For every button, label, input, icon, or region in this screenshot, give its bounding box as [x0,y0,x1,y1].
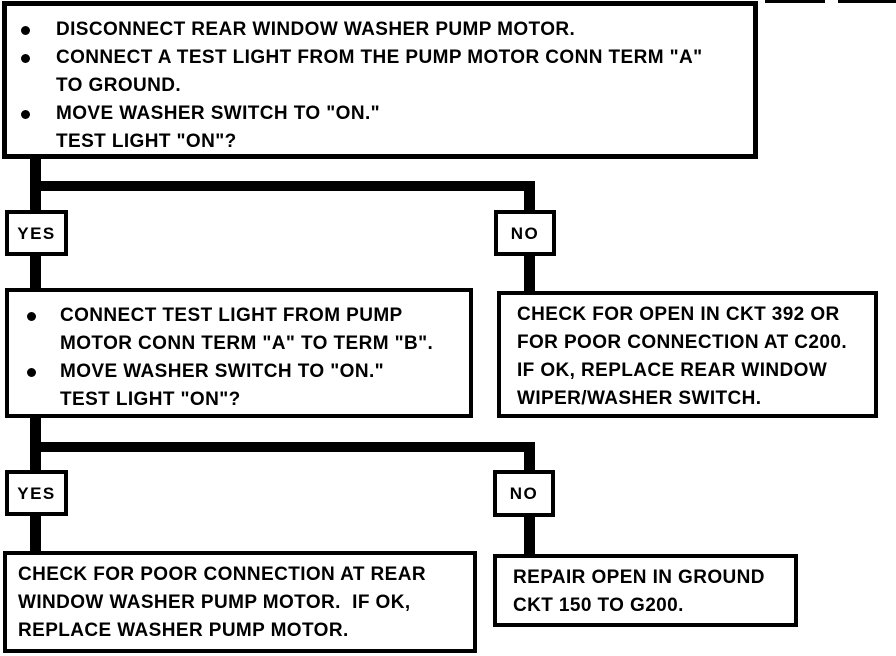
connector-yes1-to-test2 [30,254,41,289]
no2-label: NO [509,484,539,503]
no2-action-box: REPAIR OPEN IN GROUND CKT 150 TO G200. [493,554,798,627]
bullet-item: CONNECT TEST LIGHT FROM PUMP MOTOR CONN … [9,302,469,358]
yes2-decision-box: YES [5,470,68,516]
no1-decision-box: NO [494,210,556,256]
bullet-item: CONNECT A TEST LIGHT FROM THE PUMP MOTOR… [7,44,753,100]
connector-branch2-to-no2 [524,442,535,472]
connector-branch1-to-no1 [524,181,535,211]
action-line: FOR POOR CONNECTION AT C200. [517,332,848,353]
start-instructions-box: DISCONNECT REAR WINDOW WASHER PUMP MOTOR… [2,1,758,159]
yes2-action-box: CHECK FOR POOR CONNECTION AT REAR WINDOW… [3,551,477,653]
action-line: CKT 150 TO G200. [513,595,684,616]
yes1-decision-box: YES [5,210,68,256]
connector-yes2-to-action [30,514,41,552]
scan-artifact [765,0,825,3]
action-line: CHECK FOR OPEN IN CKT 392 OR [517,304,840,325]
bullet-icon [21,54,30,63]
instruction-line: CONNECT A TEST LIGHT FROM THE PUMP MOTOR… [56,47,703,68]
instruction-line: MOVE WASHER SWITCH TO "ON." [60,361,385,382]
action-line: WIPER/WASHER SWITCH. [517,388,762,409]
instruction-line: CONNECT TEST LIGHT FROM PUMP [60,305,403,326]
bullet-item: MOVE WASHER SWITCH TO "ON." TEST LIGHT "… [7,100,753,156]
bullet-item: MOVE WASHER SWITCH TO "ON." TEST LIGHT "… [9,358,469,414]
instruction-line: DISCONNECT REAR WINDOW WASHER PUMP MOTOR… [56,19,576,40]
no1-label: NO [510,223,540,243]
bullet-icon [21,110,30,119]
action-line: IF OK, REPLACE REAR WINDOW [517,360,828,381]
bullet-item: DISCONNECT REAR WINDOW WASHER PUMP MOTOR… [7,16,753,44]
instruction-line: TO GROUND. [56,75,182,96]
instruction-line: TEST LIGHT "ON"? [56,131,237,152]
action-line: REPAIR OPEN IN GROUND [513,567,765,588]
connector-no2-to-action [524,514,535,555]
connector-branch2-horizontal [30,442,535,452]
yes1-label: YES [17,223,56,243]
bullet-icon [21,26,30,35]
connector-no1-to-action [524,254,535,292]
bullet-icon [27,312,36,321]
bullet-icon [27,368,36,377]
connector-branch1-horizontal [30,181,535,191]
yes2-label: YES [17,483,56,503]
instruction-line: MOVE WASHER SWITCH TO "ON." [56,103,381,124]
test2-instructions-box: CONNECT TEST LIGHT FROM PUMP MOTOR CONN … [5,288,473,418]
scan-artifact [838,0,896,3]
action-line: REPLACE WASHER PUMP MOTOR. [18,620,349,641]
instruction-line: TEST LIGHT "ON"? [60,389,241,410]
action-line: WINDOW WASHER PUMP MOTOR. IF OK, [18,592,411,613]
action-line: CHECK FOR POOR CONNECTION AT REAR [18,564,426,585]
no1-action-box: CHECK FOR OPEN IN CKT 392 OR FOR POOR CO… [497,291,878,418]
no2-decision-box: NO [493,470,555,517]
instruction-line: MOTOR CONN TERM "A" TO TERM "B". [60,333,434,354]
